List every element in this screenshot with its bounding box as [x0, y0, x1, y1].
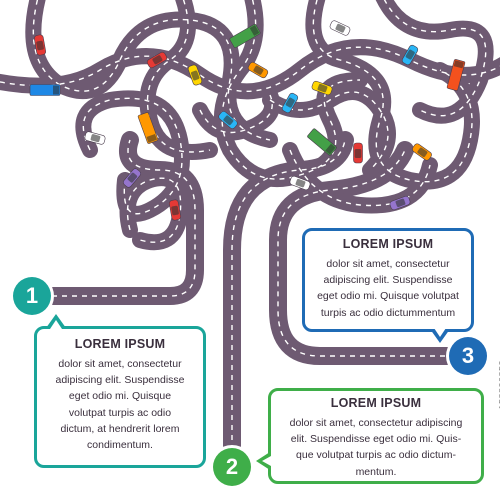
truck-icon	[307, 128, 337, 156]
car-icon	[401, 44, 419, 66]
road-segment	[23, 131, 204, 305]
lane-marking	[82, 97, 183, 215]
lane-marking	[126, 177, 182, 243]
callout-step-1: LOREM IPSUM dolor sit amet, consectetur …	[34, 326, 206, 468]
car-icon	[311, 80, 333, 96]
callout-3-title: LOREM IPSUM	[342, 237, 434, 251]
truck-icon	[137, 112, 159, 144]
car-icon	[412, 143, 432, 161]
callout-2-text: dolor sit amet, consectetur adipiscing e…	[289, 417, 463, 478]
truck-icon	[446, 59, 466, 91]
lane-marking	[32, 139, 196, 297]
car-icon	[353, 142, 363, 164]
car-icon	[281, 92, 299, 114]
truck-icon	[229, 23, 261, 49]
callout-3-text: dolor sit amet, consectetur adipiscing e…	[317, 258, 459, 319]
car-icon	[169, 199, 181, 221]
lane-marking	[146, 0, 211, 153]
callout-step-2: LOREM IPSUM dolor sit amet, consectetur …	[268, 388, 484, 484]
car-icon	[289, 175, 311, 191]
roads	[0, 0, 500, 479]
step-1-number: 1	[25, 283, 39, 308]
callout-step-3: LOREM IPSUM dolor sit amet, consectetur …	[302, 228, 474, 332]
step-3-number: 3	[461, 343, 475, 368]
car-icon	[218, 111, 238, 129]
road-segment	[214, 0, 368, 188]
step-2-number: 2	[225, 454, 239, 479]
callout-1-title: LOREM IPSUM	[74, 337, 166, 351]
car-icon	[84, 131, 106, 145]
lane-marking	[231, 139, 346, 470]
callout-3-tail-inner	[434, 328, 446, 337]
car-icon	[389, 195, 411, 211]
lane-marking	[277, 149, 455, 357]
callout-1-tail-inner	[50, 320, 62, 329]
car-icon	[146, 51, 168, 69]
car-icon	[34, 34, 46, 56]
step-3-badge: 3	[449, 337, 487, 375]
vehicles	[29, 20, 466, 221]
callout-2-title: LOREM IPSUM	[330, 396, 422, 410]
car-icon	[329, 20, 351, 36]
step-1-badge: 1	[13, 277, 51, 315]
lane-marking	[199, 94, 273, 134]
callout-2-tail-inner	[262, 456, 271, 466]
truck-icon	[29, 84, 61, 96]
lane-marking	[269, 91, 389, 171]
lane-marking	[0, 46, 500, 93]
car-icon	[247, 61, 269, 79]
callout-1-text: dolor sit amet, consectetur adipiscing e…	[55, 358, 185, 452]
car-icon	[187, 64, 203, 86]
lane-marking	[289, 149, 431, 207]
step-2-badge: 2	[213, 448, 251, 486]
car-icon	[123, 168, 141, 188]
lane-marking	[383, 0, 487, 117]
